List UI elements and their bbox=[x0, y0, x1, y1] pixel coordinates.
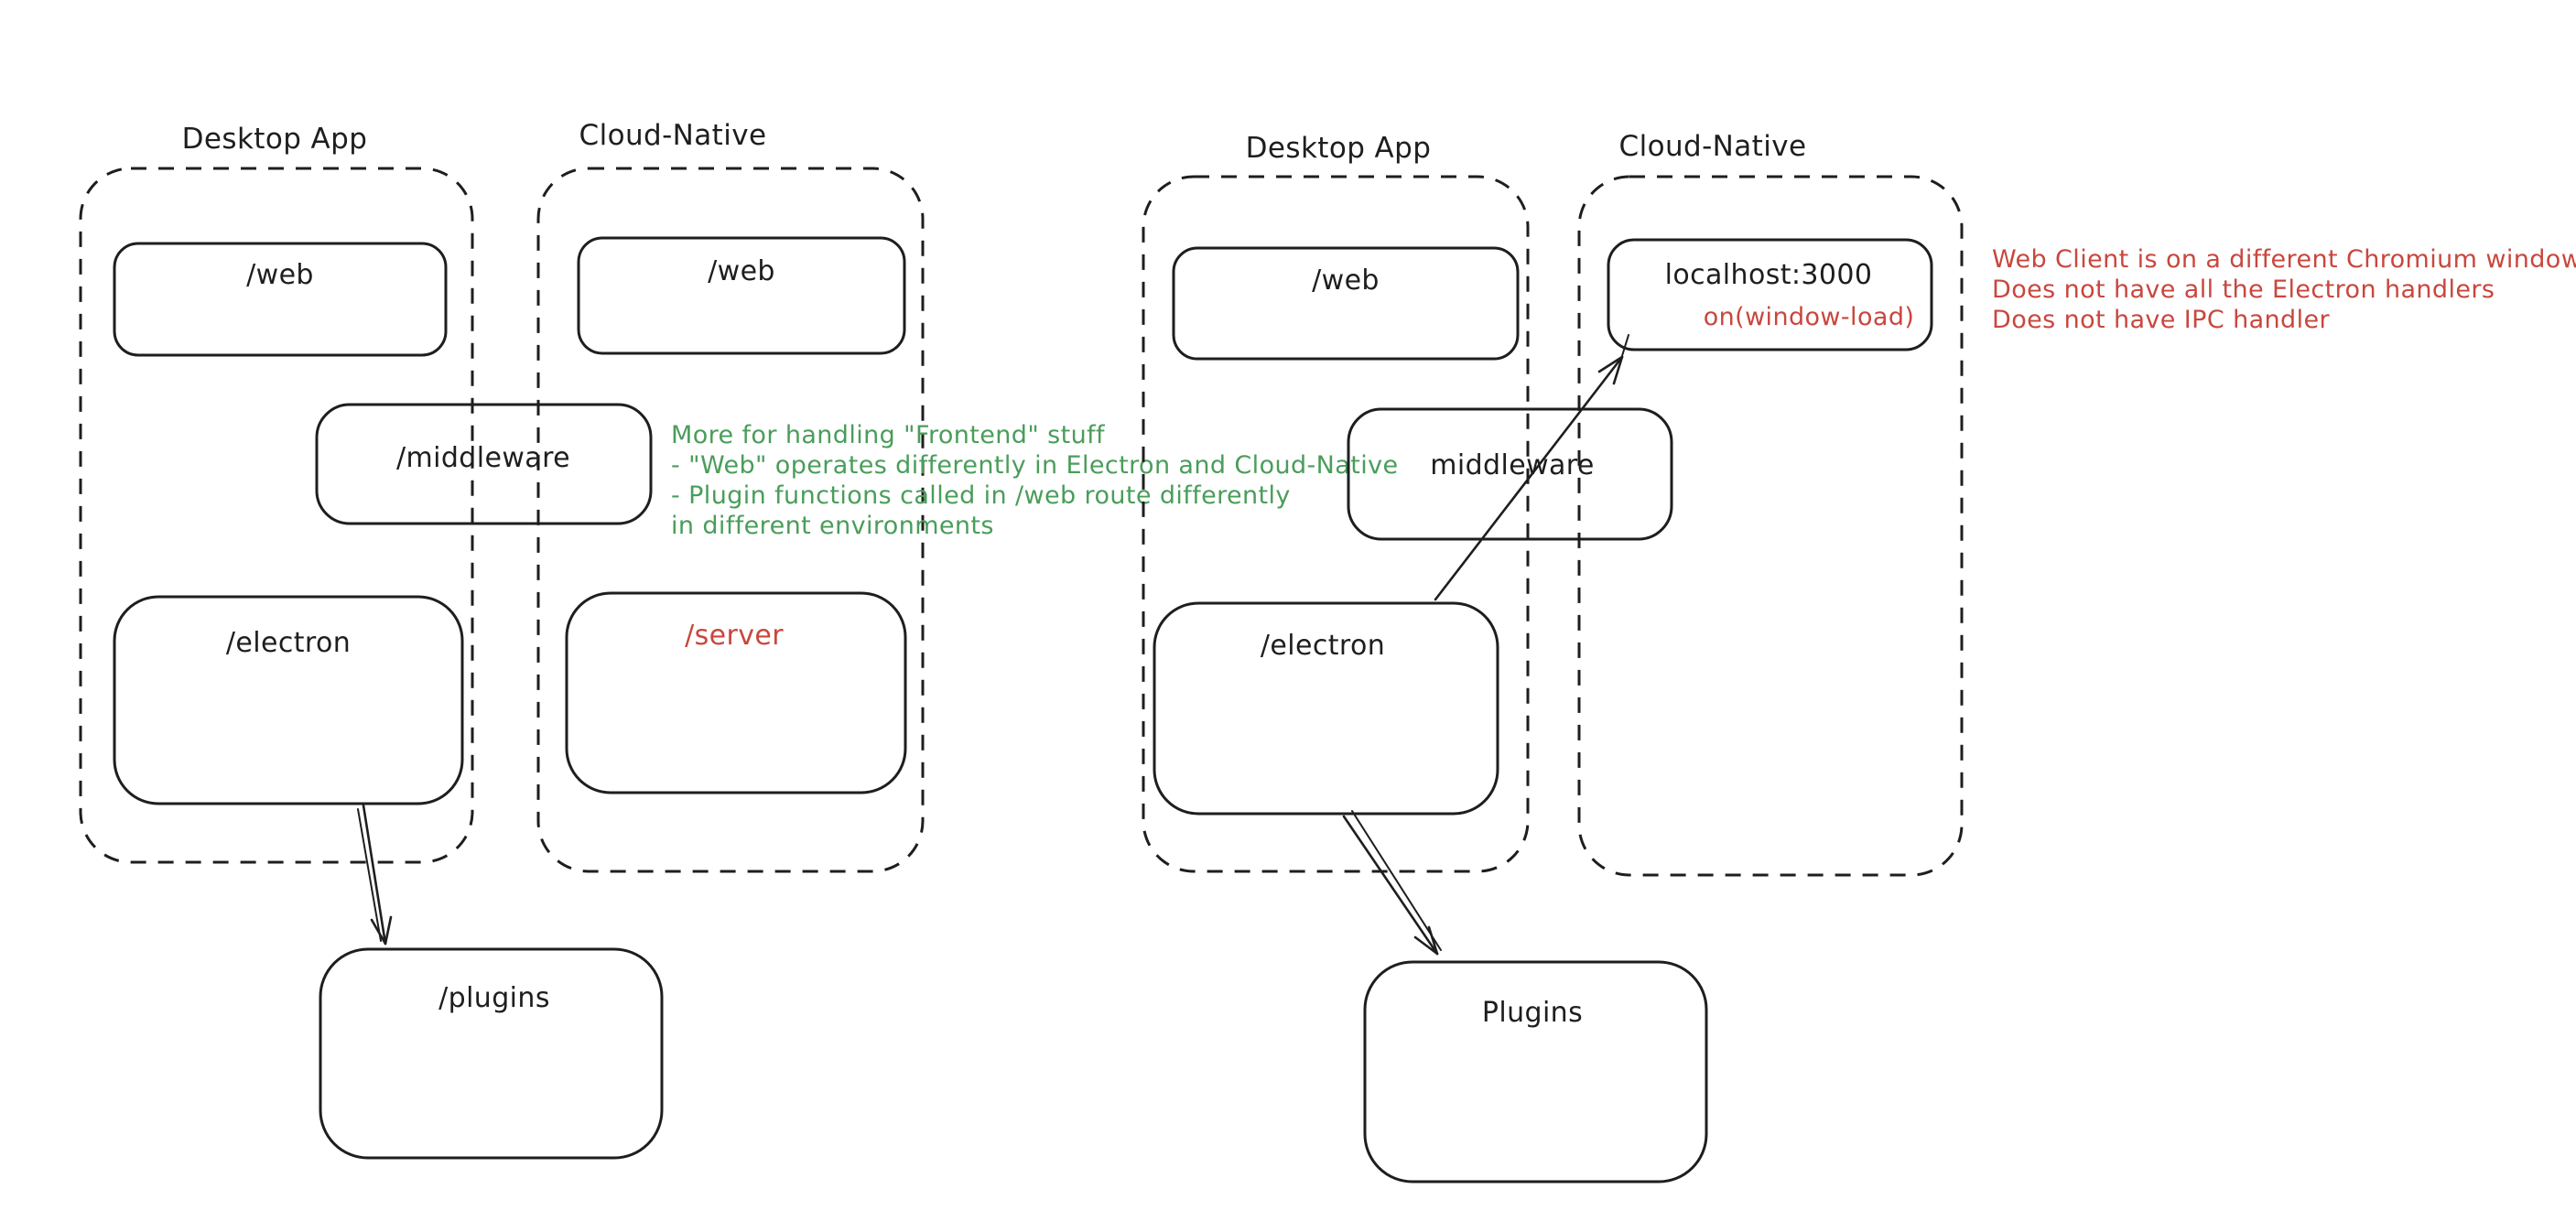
left-electron-box bbox=[113, 595, 464, 805]
left-plugins-box bbox=[319, 947, 664, 1160]
red-note-line-3: Does not have IPC handler bbox=[1992, 306, 2331, 334]
green-note-line-4: in different environments bbox=[671, 512, 994, 540]
right-cloud-native-title: Cloud-Native bbox=[1619, 130, 1807, 163]
left-server-label: /server bbox=[685, 620, 784, 652]
right-cloud-native-container bbox=[1577, 175, 1964, 877]
left-green-note: More for handling "Frontend" stuff - "We… bbox=[671, 421, 1399, 540]
right-middleware-box bbox=[1347, 407, 1673, 541]
left-web-cloud-label: /web bbox=[708, 255, 775, 287]
green-note-line-1: More for handling "Frontend" stuff bbox=[671, 421, 1106, 449]
left-middleware-label: /middleware bbox=[396, 442, 570, 474]
left-desktop-app-title: Desktop App bbox=[182, 123, 368, 156]
right-electron-label: /electron bbox=[1261, 630, 1385, 662]
right-localhost-label: localhost:3000 bbox=[1665, 259, 1873, 291]
right-plugins-label: Plugins bbox=[1482, 997, 1583, 1029]
right-arrow-electron-to-plugins bbox=[1342, 810, 1442, 956]
left-middleware-box bbox=[315, 403, 653, 525]
right-window-load-label: on(window-load) bbox=[1704, 303, 1915, 331]
left-cloud-native-container bbox=[536, 167, 925, 873]
left-electron-label: /electron bbox=[226, 627, 351, 659]
right-arrow-electron-to-localhost bbox=[1434, 334, 1629, 601]
right-electron-box bbox=[1153, 601, 1499, 816]
red-note-line-1: Web Client is on a different Chromium wi… bbox=[1992, 245, 2576, 274]
right-desktop-app-title: Desktop App bbox=[1246, 132, 1432, 165]
left-web-desktop-box bbox=[113, 242, 448, 357]
green-note-line-2: - "Web" operates differently in Electron… bbox=[671, 451, 1399, 480]
right-web-desktop-label: /web bbox=[1312, 265, 1380, 297]
right-plugins-box bbox=[1363, 960, 1708, 1183]
right-red-note: Web Client is on a different Chromium wi… bbox=[1992, 245, 2576, 334]
green-note-line-3: - Plugin functions called in /web route … bbox=[671, 481, 1291, 510]
left-diagram: Desktop App Cloud-Native /web /web /midd… bbox=[79, 119, 1399, 1160]
left-server-box bbox=[565, 591, 907, 794]
left-arrow-electron-to-plugins bbox=[357, 804, 393, 946]
red-note-line-2: Does not have all the Electron handlers bbox=[1992, 276, 2495, 304]
right-localhost-box bbox=[1607, 238, 1933, 351]
left-web-desktop-label: /web bbox=[246, 259, 314, 291]
right-web-desktop-box bbox=[1172, 246, 1520, 361]
left-desktop-app-container bbox=[79, 167, 474, 864]
right-diagram: Desktop App Cloud-Native /web localhost:… bbox=[1142, 130, 2576, 1183]
right-desktop-app-container bbox=[1142, 175, 1530, 873]
left-web-cloud-box bbox=[577, 236, 906, 355]
left-plugins-label: /plugins bbox=[438, 982, 550, 1014]
left-cloud-native-title: Cloud-Native bbox=[579, 119, 767, 152]
right-middleware-label: middleware bbox=[1430, 449, 1595, 481]
